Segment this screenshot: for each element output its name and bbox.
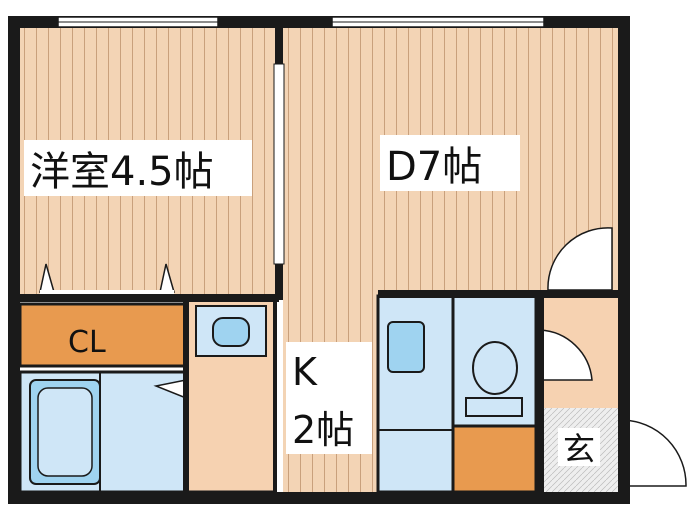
sink-icon [387,321,425,373]
storage [451,424,538,494]
entrance-label-bg [558,428,600,466]
toilet-icon [472,341,518,395]
western-room-label: 洋室4.5帖 [30,149,214,195]
bathtub-inner [37,387,93,477]
closet-label: CL [68,325,106,360]
washbasin-bowl [212,317,250,347]
toilet-tank [465,397,523,417]
door-swing-corridor [539,329,593,381]
kitchen-label-line2: 2帖 [292,408,354,452]
entrance-label: 玄 [563,430,595,468]
door-swing-dining [547,227,613,291]
dining-label: D7帖 [386,144,482,190]
kitchen-label-line1: K [292,350,318,394]
door-swing-entrance [621,419,687,487]
sliding-door [273,63,285,265]
outer-wall [8,16,630,504]
